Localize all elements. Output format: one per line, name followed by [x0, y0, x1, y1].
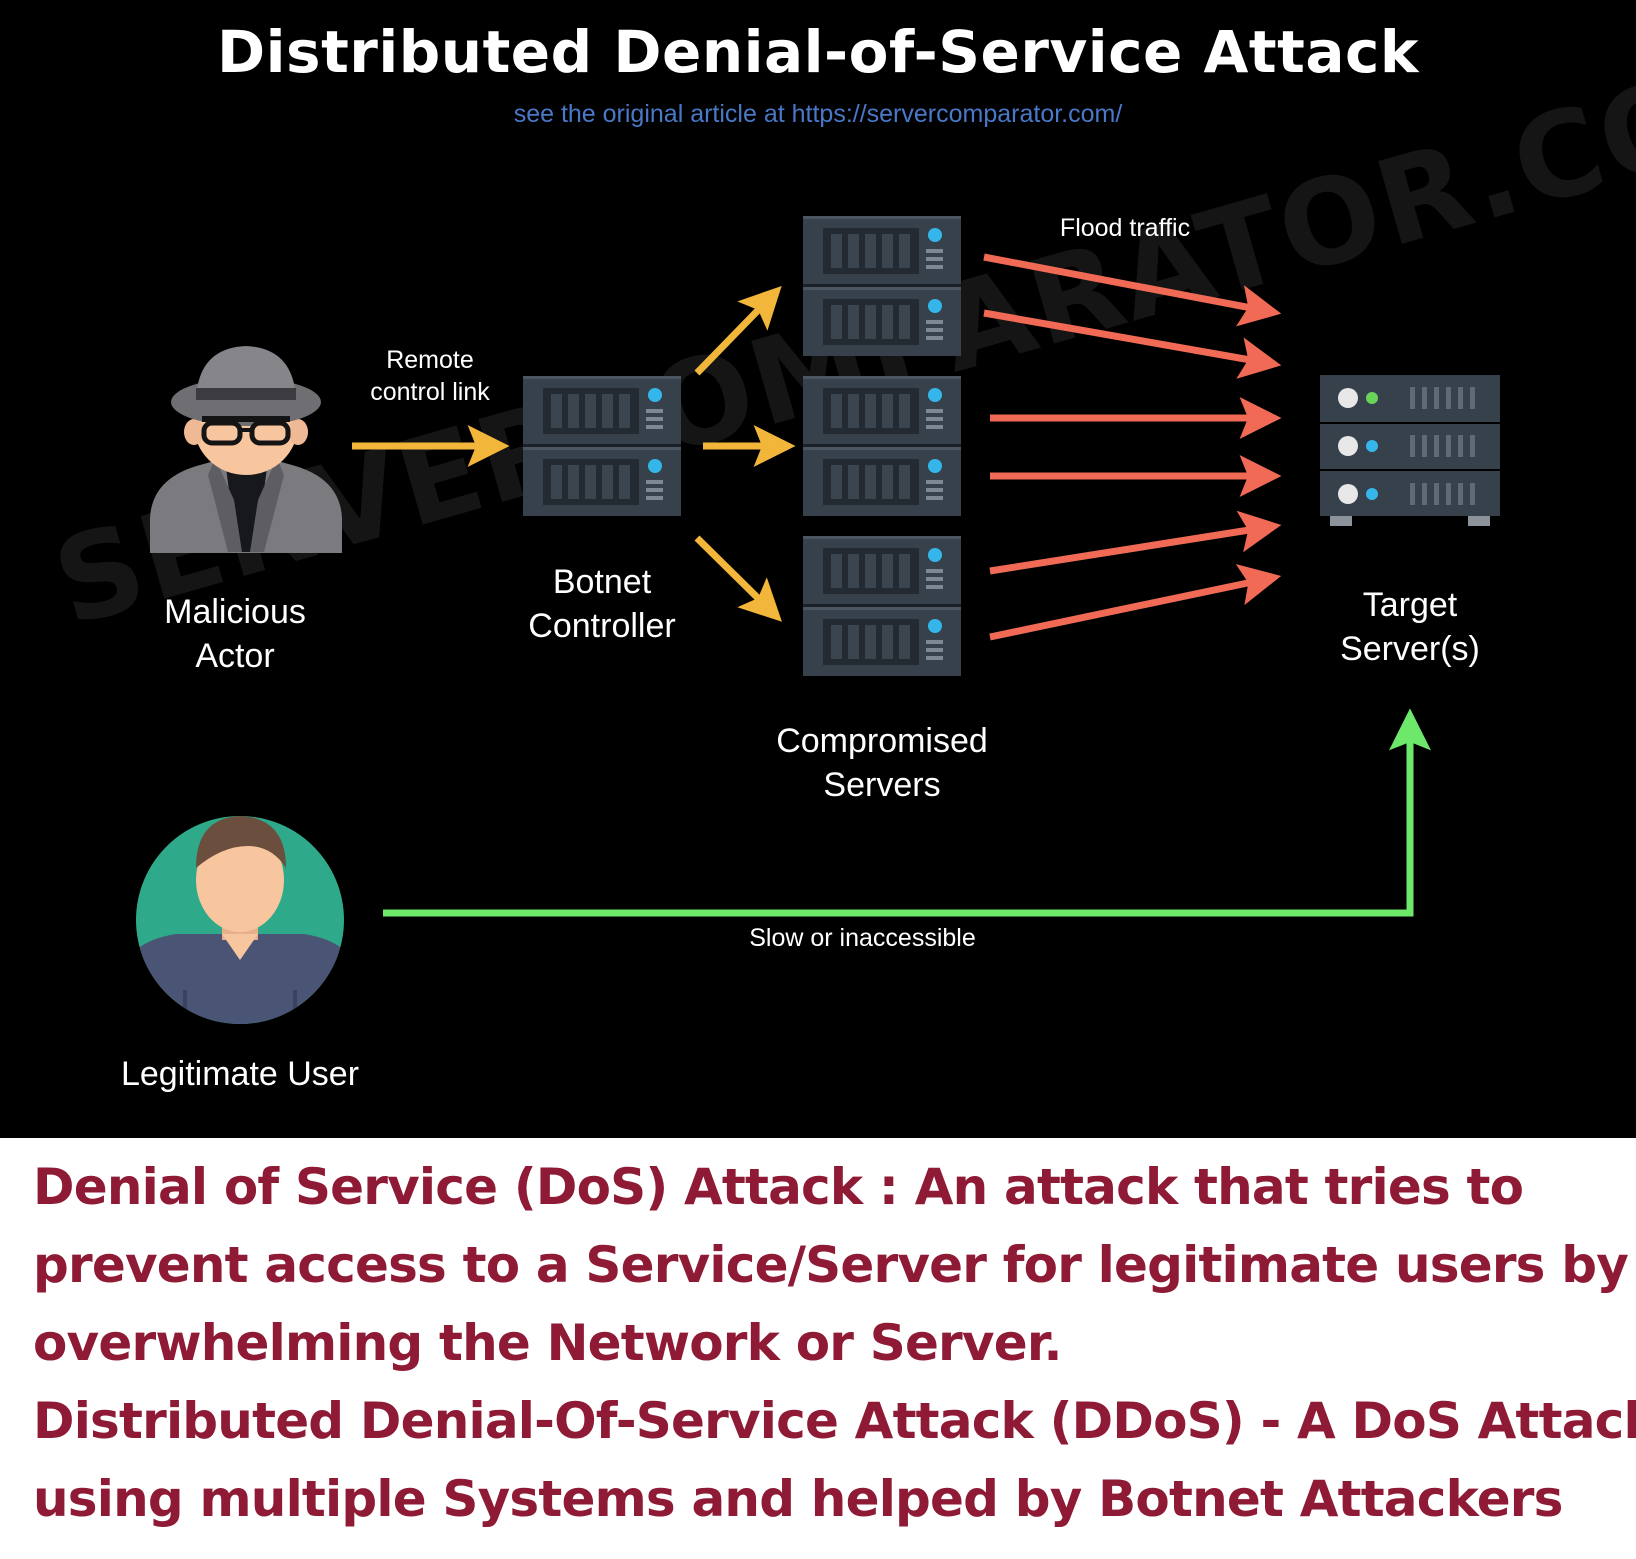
malicious-actor-label-line1: Malicious	[164, 593, 306, 631]
definition-line-4: Distributed Denial-Of-Service Attack (DD…	[33, 1392, 1636, 1450]
compromised-servers-label: Compromised Servers	[762, 719, 1002, 807]
compromised-server-icon-3	[803, 536, 961, 676]
compromised-servers-label-line1: Compromised	[776, 722, 988, 760]
spy-person-icon	[150, 346, 342, 553]
target-server-icon	[1320, 375, 1500, 526]
botnet-controller-server-icon	[523, 376, 681, 516]
slow-or-inaccessible-label: Slow or inaccessible	[749, 924, 976, 952]
definition-line-2: prevent access to a Service/Server for l…	[33, 1236, 1629, 1294]
botnet-controller-label-line2: Controller	[528, 607, 676, 645]
compromised-server-icon-2	[803, 376, 961, 516]
definition-line-3: overwhelming the Network or Server.	[33, 1314, 1063, 1372]
target-servers-label-line2: Server(s)	[1340, 630, 1480, 668]
definition-line-1: Denial of Service (DoS) Attack : An atta…	[33, 1158, 1524, 1216]
diagram-canvas	[136, 0, 1500, 1024]
flood-arrow-5	[989, 510, 1282, 575]
flood-arrow-1	[983, 253, 1282, 327]
malicious-actor-label: Malicious Actor	[135, 590, 335, 678]
botnet-controller-label-line1: Botnet	[552, 563, 652, 601]
diagram-panel: SERVERCOMPARATOR.COM	[0, 0, 1636, 1138]
botnet-controller-label: Botnet Controller	[502, 560, 702, 648]
compromised-servers-label-line2: Servers	[823, 766, 941, 804]
compromised-server-icon-1	[803, 216, 961, 356]
remote-control-link-label-line1: Remote	[386, 346, 474, 374]
target-servers-label: Target Server(s)	[1310, 583, 1510, 671]
legitimate-user-label: Legitimate User	[120, 1055, 360, 1093]
control-arrow-up	[694, 285, 782, 376]
control-arrow-down	[694, 535, 782, 622]
flood-arrow-2	[983, 309, 1282, 379]
user-avatar-icon	[136, 816, 344, 1024]
target-servers-label-line1: Target	[1362, 586, 1458, 624]
flood-arrow-6	[989, 564, 1282, 641]
definition-text: Denial of Service (DoS) Attack : An atta…	[33, 1148, 1636, 1538]
source-link[interactable]: see the original article at https://serv…	[513, 100, 1123, 128]
legitimate-traffic-arrow	[383, 708, 1431, 917]
definition-panel: Denial of Service (DoS) Attack : An atta…	[0, 1138, 1636, 1559]
page-title: Distributed Denial-of-Service Attack	[217, 18, 1419, 86]
remote-control-link-label-line2: control link	[370, 378, 490, 406]
remote-control-link-label: Remote control link	[350, 344, 510, 408]
malicious-actor-label-line2: Actor	[195, 637, 275, 675]
flood-traffic-label: Flood traffic	[1059, 214, 1191, 242]
definition-line-5: using multiple Systems and helped by Bot…	[33, 1470, 1563, 1528]
